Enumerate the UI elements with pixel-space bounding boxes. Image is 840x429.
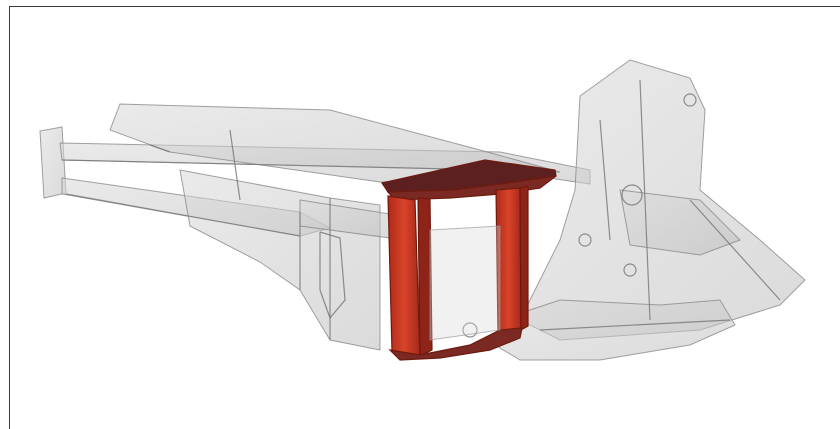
- frame-border-top: [9, 6, 840, 7]
- gray-frame-details: [61, 79, 781, 340]
- chassis-rendering: [39, 59, 806, 361]
- front-overlap: [429, 225, 501, 341]
- frame-border-left: [9, 6, 10, 429]
- highlighted-crossmember: [381, 159, 557, 361]
